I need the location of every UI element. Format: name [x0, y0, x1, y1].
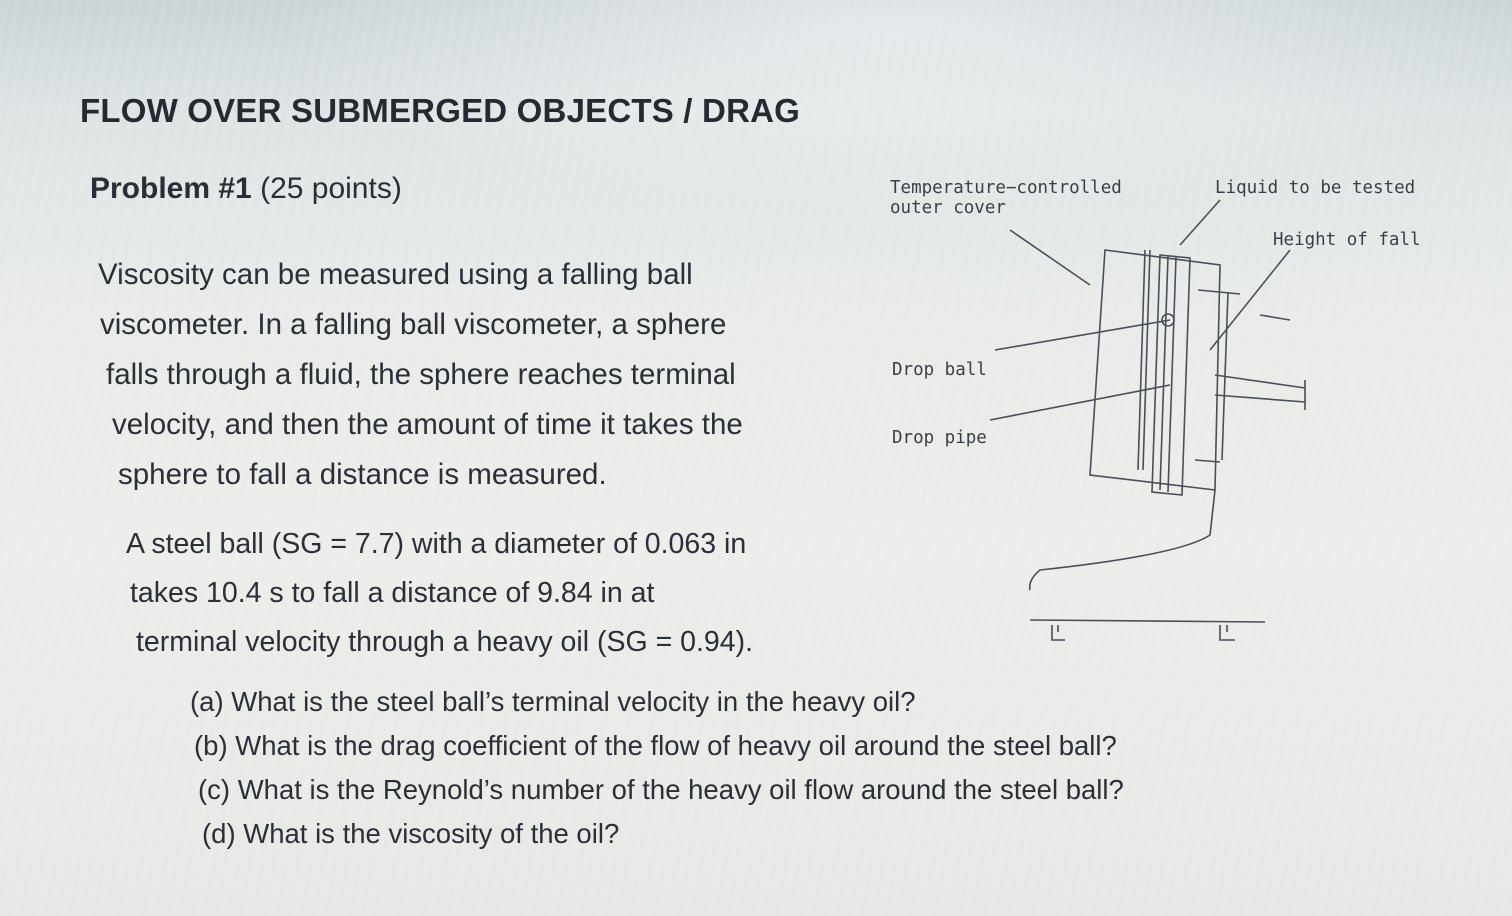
intro-line: Viscosity can be measured using a fallin… — [98, 258, 693, 291]
leader-drop-pipe — [989, 384, 1171, 421]
leader-height — [1209, 249, 1291, 351]
label-temp-line2: outer cover — [890, 198, 1006, 218]
label-liquid: Liquid to be tested — [1215, 178, 1416, 198]
given-line: takes 10.4 s to fall a distance of 9.84 … — [130, 577, 655, 609]
question-b: (b) What is the drag coefficient of the … — [194, 730, 1117, 761]
intro-paragraph: Viscosity can be measured using a fallin… — [98, 250, 858, 500]
problem-heading: Problem #1 (25 points) — [90, 172, 402, 206]
given-line: terminal velocity through a heavy oil (S… — [136, 626, 754, 658]
given-paragraph: A steel ball (SG = 7.7) with a diameter … — [126, 520, 886, 667]
leader-temp-cover — [1009, 229, 1091, 286]
label-temperature-cover: Temperature−controlled outer cover — [890, 178, 1122, 218]
outer-cover-shape — [1089, 249, 1221, 491]
inner-tube-shape — [1151, 254, 1191, 496]
base-line — [1029, 619, 1266, 623]
intro-line: viscometer. In a falling ball viscometer… — [100, 308, 727, 341]
question-a: (a) What is the steel ball’s terminal ve… — [190, 686, 916, 717]
drop-ball-circle — [1161, 313, 1175, 327]
label-height-of-fall: Height of fall — [1273, 230, 1421, 250]
intro-line: falls through a fluid, the sphere reache… — [106, 358, 736, 391]
problem-label: Problem #1 — [90, 172, 252, 205]
question-d: (d) What is the viscosity of the oil? — [202, 818, 620, 849]
page-title: FLOW OVER SUBMERGED OBJECTS / DRAG — [80, 92, 801, 129]
leader-drop-ball — [994, 319, 1171, 351]
label-drop-pipe: Drop pipe — [892, 428, 987, 448]
question-c: (c) What is the Reynold’s number of the … — [198, 774, 1124, 805]
viscometer-drawing — [989, 199, 1306, 641]
intro-line: sphere to fall a distance is measured. — [118, 458, 607, 491]
label-drop-ball: Drop ball — [892, 360, 987, 380]
viscometer-diagram: Temperature−controlled outer cover Liqui… — [880, 170, 1421, 660]
given-line: A steel ball (SG = 7.7) with a diameter … — [126, 528, 747, 560]
intro-line: velocity, and then the amount of time it… — [112, 408, 743, 441]
label-temp-line1: Temperature−controlled — [890, 178, 1122, 198]
leader-liquid — [1179, 199, 1221, 246]
question-list: (a) What is the steel ball’s terminal ve… — [190, 680, 1290, 856]
problem-points: (25 points) — [260, 172, 402, 205]
